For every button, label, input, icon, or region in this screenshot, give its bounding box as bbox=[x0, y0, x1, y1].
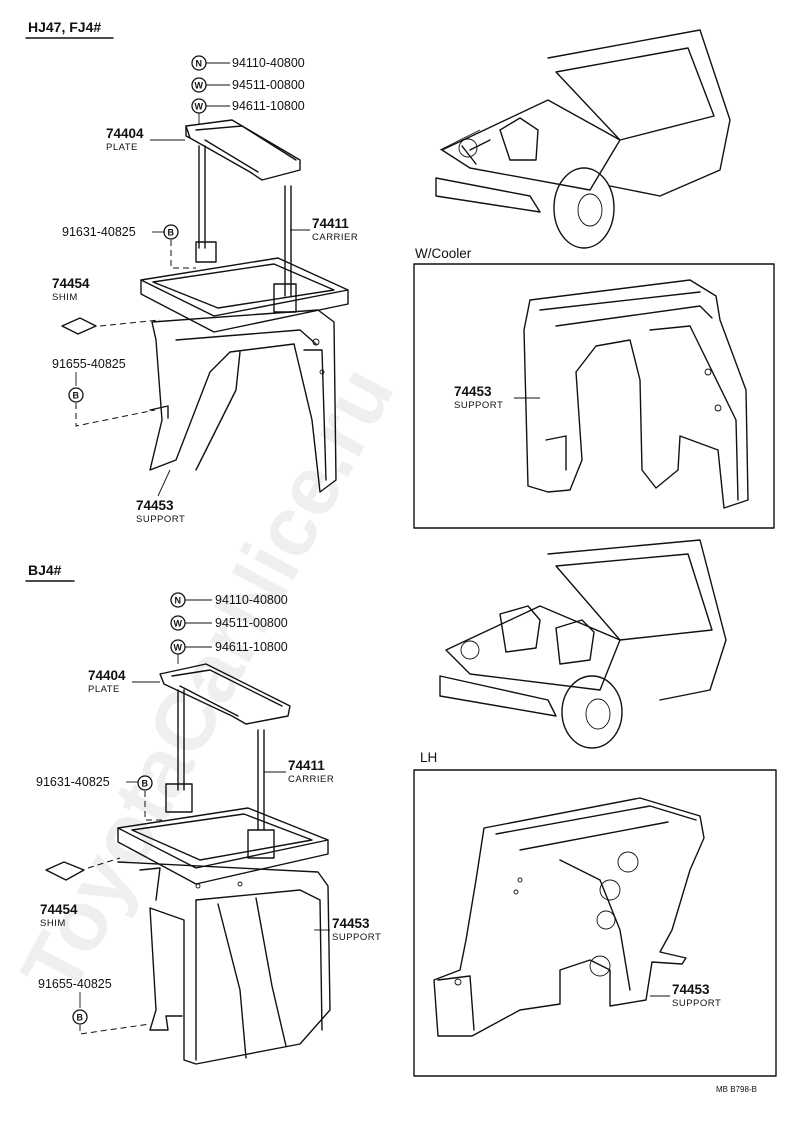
dashed-leader bbox=[75, 403, 156, 427]
bolt-symbol: B bbox=[163, 224, 179, 240]
support-part-number: 74453 bbox=[136, 498, 174, 513]
bolt2-symbol: B bbox=[72, 1009, 88, 1025]
dashed-leader bbox=[99, 319, 161, 327]
nut-symbol: N bbox=[191, 55, 207, 71]
nut-symbol: N bbox=[170, 592, 186, 608]
lh-box bbox=[413, 769, 777, 1077]
svg-text:W: W bbox=[195, 102, 204, 112]
svg-text:N: N bbox=[196, 59, 203, 69]
washer-part-number: 94611-10800 bbox=[232, 99, 305, 113]
carrier-drawing bbox=[117, 689, 329, 885]
cooler-support-drawing bbox=[523, 279, 749, 509]
svg-text:N: N bbox=[175, 596, 182, 606]
svg-text:B: B bbox=[73, 391, 80, 401]
svg-text:B: B bbox=[168, 228, 175, 238]
shim-name: SHIM bbox=[52, 292, 78, 303]
svg-text:B: B bbox=[77, 1013, 84, 1023]
carrier-part-number: 74411 bbox=[288, 758, 325, 773]
washer-symbol: W bbox=[170, 639, 186, 655]
svg-text:W: W bbox=[174, 619, 183, 629]
figure-code: MB B798-B bbox=[716, 1085, 757, 1094]
vehicle-sketch-bottom bbox=[439, 539, 727, 749]
shim-part-number: 74454 bbox=[40, 902, 78, 917]
carrier-name: CARRIER bbox=[288, 774, 334, 785]
plate-drawing bbox=[159, 663, 291, 725]
plate-name: PLATE bbox=[88, 684, 120, 695]
carrier-drawing bbox=[140, 145, 349, 333]
bolt-part-number: 91631-40825 bbox=[62, 225, 136, 239]
dashed-leader bbox=[144, 791, 166, 821]
dashed-leader bbox=[87, 857, 121, 869]
plate-name: PLATE bbox=[106, 142, 138, 153]
support-part-number: 74453 bbox=[332, 916, 370, 931]
plate-part-number: 74404 bbox=[88, 668, 126, 683]
plate-part-number: 74404 bbox=[106, 126, 144, 141]
nut-part-number: 94110-40800 bbox=[232, 56, 305, 70]
washer-part-number: 94511-00800 bbox=[215, 616, 288, 630]
lh-support-part-number: 74453 bbox=[672, 982, 710, 997]
cooler-box-title: W/Cooler bbox=[415, 246, 472, 261]
bolt2-part-number: 91655-40825 bbox=[38, 977, 112, 991]
plate-drawing bbox=[185, 119, 301, 181]
carrier-name: CARRIER bbox=[312, 232, 358, 243]
lh-support-name: SUPPORT bbox=[672, 998, 721, 1009]
lh-support-drawing bbox=[433, 797, 705, 1037]
washer-symbol: W bbox=[191, 77, 207, 93]
svg-text:W: W bbox=[174, 643, 183, 653]
shim-drawing bbox=[45, 861, 85, 881]
support-name: SUPPORT bbox=[136, 514, 185, 525]
bolt2-part-number: 91655-40825 bbox=[52, 357, 126, 371]
vehicle-sketch-top bbox=[435, 29, 731, 249]
washer-symbol: W bbox=[170, 615, 186, 631]
shim-drawing bbox=[61, 317, 97, 335]
washer-part-number: 94611-10800 bbox=[215, 640, 288, 654]
washer-part-number: 94511-00800 bbox=[232, 78, 305, 92]
cooler-box bbox=[413, 263, 775, 529]
leader-line bbox=[157, 469, 171, 497]
svg-text:B: B bbox=[142, 779, 149, 789]
bolt-symbol: B bbox=[137, 775, 153, 791]
shim-part-number: 74454 bbox=[52, 276, 90, 291]
support-drawing bbox=[117, 861, 331, 1065]
section-title-bj4: BJ4# bbox=[28, 562, 62, 578]
section-title-hj47: HJ47, FJ4# bbox=[28, 19, 101, 35]
svg-text:W: W bbox=[195, 81, 204, 91]
bolt-part-number: 91631-40825 bbox=[36, 775, 110, 789]
dashed-leader bbox=[170, 240, 196, 269]
carrier-part-number: 74411 bbox=[312, 216, 349, 231]
cooler-support-part-number: 74453 bbox=[454, 384, 492, 399]
lh-box-title: LH bbox=[420, 750, 437, 765]
dashed-leader bbox=[79, 1023, 151, 1035]
shim-name: SHIM bbox=[40, 918, 66, 929]
washer-symbol: W bbox=[191, 98, 207, 114]
nut-part-number: 94110-40800 bbox=[215, 593, 288, 607]
cooler-support-name: SUPPORT bbox=[454, 400, 503, 411]
support-name: SUPPORT bbox=[332, 932, 381, 943]
support-drawing bbox=[149, 309, 337, 493]
bolt2-symbol: B bbox=[68, 387, 84, 403]
